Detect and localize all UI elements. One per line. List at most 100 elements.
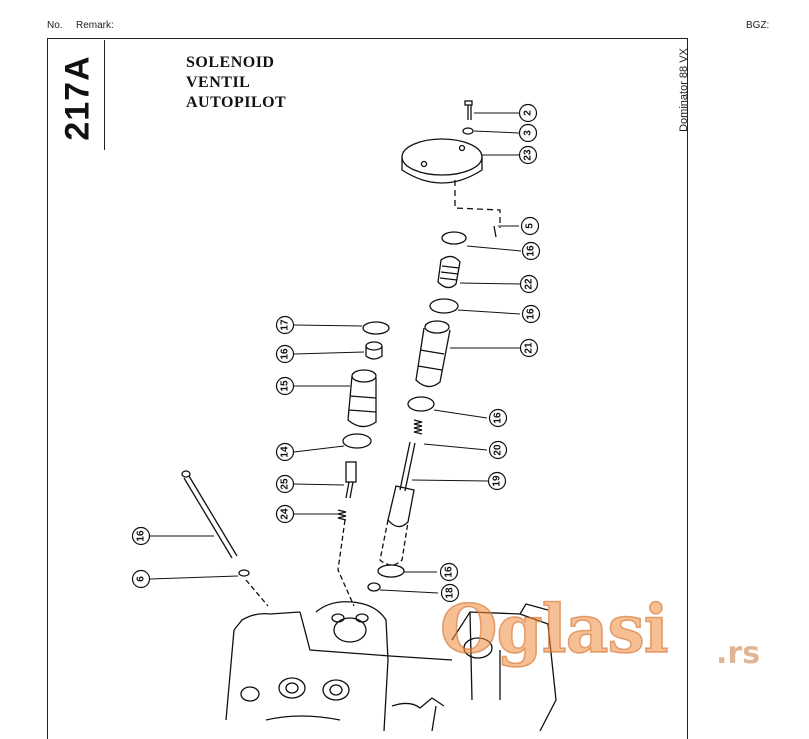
callout-23: 23	[518, 145, 538, 165]
callout-16: 16	[488, 408, 508, 428]
callout-number: 14	[280, 446, 291, 458]
callout-circle	[518, 103, 538, 123]
callout-number: 18	[445, 587, 456, 599]
callout-circle	[519, 274, 539, 294]
part-16-oring-e	[362, 321, 390, 335]
callout-16: 16	[439, 562, 459, 582]
callout-number: 2	[523, 110, 534, 116]
part-24-washer	[238, 569, 250, 577]
callout-6: 6	[131, 569, 151, 589]
callout-number: 20	[493, 444, 504, 456]
part-3-washer	[462, 127, 474, 135]
assembly-line-cover	[454, 180, 501, 228]
callout-14: 14	[275, 442, 295, 462]
callout-circle	[439, 562, 459, 582]
callout-circle	[521, 304, 541, 324]
watermark-brand: Oglasi	[439, 590, 669, 668]
part-16-oring-d	[377, 564, 405, 578]
callout-circle	[521, 241, 541, 261]
callout-circle	[518, 123, 538, 143]
part-16-oring-f	[342, 433, 372, 449]
callout-22: 22	[519, 274, 539, 294]
callout-number: 16	[136, 530, 147, 542]
callout-15: 15	[275, 376, 295, 396]
callout-2: 2	[518, 103, 538, 123]
callout-number: 16	[526, 245, 537, 257]
part-19-stem	[379, 441, 416, 566]
callout-number: 16	[526, 308, 537, 320]
callout-number: 17	[280, 319, 291, 331]
valve-block-housing	[225, 601, 557, 731]
part-2-screw	[464, 100, 473, 120]
callout-number: 6	[136, 576, 147, 582]
part-14-spring	[337, 509, 347, 521]
part-17-solenoid-housing	[347, 369, 377, 428]
part-5-pin	[493, 225, 497, 238]
part-15-plunger	[345, 461, 357, 499]
callout-16: 16	[131, 526, 151, 546]
callout-circle	[488, 440, 508, 460]
callout-circle	[131, 526, 151, 546]
callout-number: 3	[523, 130, 534, 136]
callout-circle	[275, 344, 295, 364]
callout-16: 16	[521, 241, 541, 261]
part-18-nut	[365, 341, 383, 360]
page-code-divider	[104, 40, 105, 150]
callout-circle	[520, 216, 540, 236]
callout-17: 17	[275, 315, 295, 335]
callout-circle	[275, 442, 295, 462]
callout-number: 22	[524, 278, 535, 290]
assembly-line-bolt	[245, 579, 269, 607]
callout-circle	[275, 474, 295, 494]
title-line-3: AUTOPILOT	[186, 94, 287, 111]
callout-circle	[275, 504, 295, 524]
part-16-oring-a	[441, 231, 467, 245]
callout-number: 25	[280, 478, 291, 490]
callout-circle	[131, 569, 151, 589]
callout-circle	[487, 471, 507, 491]
callout-25: 25	[275, 474, 295, 494]
part-23-cover-plate	[401, 138, 483, 184]
callout-number: 15	[280, 380, 291, 392]
callout-circle	[488, 408, 508, 428]
part-6-seal	[367, 582, 381, 592]
callout-3: 3	[518, 123, 538, 143]
callout-circle	[519, 338, 539, 358]
callout-number: 5	[525, 223, 536, 229]
callout-number: 19	[492, 475, 503, 487]
callout-number: 16	[280, 348, 291, 360]
callout-number: 21	[524, 342, 535, 354]
callout-20: 20	[488, 440, 508, 460]
drawing-frame	[47, 38, 688, 739]
header-bgz-label: BGZ:	[746, 20, 770, 31]
callout-21: 21	[519, 338, 539, 358]
callout-circle	[275, 315, 295, 335]
callout-16: 16	[275, 344, 295, 364]
part-22-sleeve	[437, 255, 461, 289]
title-line-2: VENTIL	[186, 74, 251, 91]
part-20-spring	[413, 419, 423, 435]
callout-19: 19	[487, 471, 507, 491]
callout-number: 16	[493, 412, 504, 424]
part-16-oring-c	[407, 396, 435, 412]
header-no-label: No.	[47, 20, 63, 31]
part-25-long-bolt	[181, 470, 238, 559]
watermark-tld: .rs	[716, 636, 761, 671]
leader-lines	[149, 112, 522, 594]
part-16-oring-b	[429, 298, 459, 314]
callout-circle	[440, 583, 460, 603]
callout-circle	[518, 145, 538, 165]
callout-number: 16	[444, 566, 455, 578]
part-21-valve-body	[415, 320, 451, 388]
callout-number: 24	[280, 508, 291, 520]
callout-number: 23	[523, 149, 534, 161]
oglasi-watermark: Oglasi .rs	[439, 590, 780, 706]
assembly-line-left	[337, 519, 355, 607]
callout-16: 16	[521, 304, 541, 324]
callout-circle	[275, 376, 295, 396]
callout-5: 5	[520, 216, 540, 236]
header-remark-label: Remark:	[76, 20, 114, 31]
title-line-1: SOLENOID	[186, 54, 275, 71]
